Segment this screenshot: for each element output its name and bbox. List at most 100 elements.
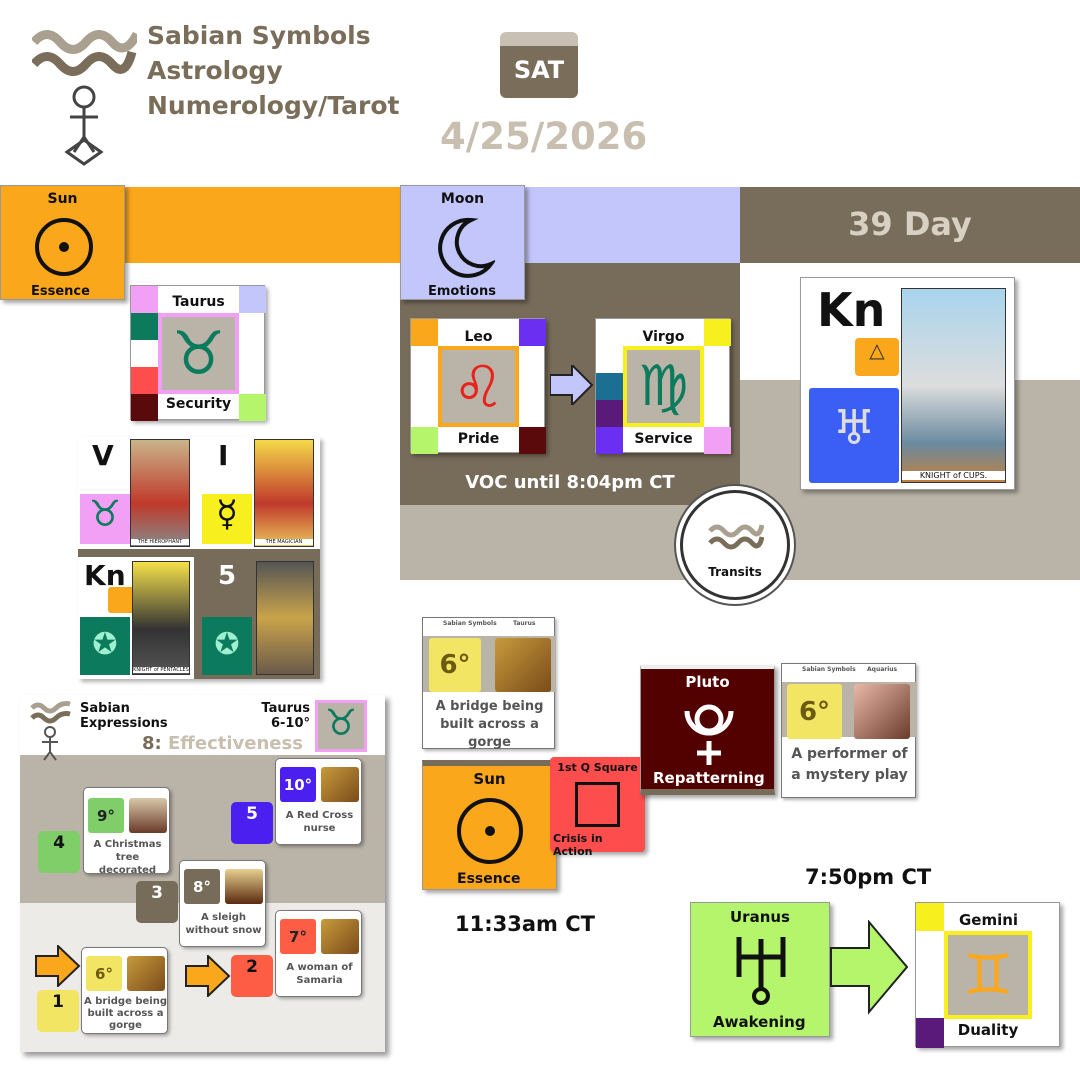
tarot-number: I xyxy=(218,439,229,472)
sabian-card[interactable]: 9° A Christmas tree decorated xyxy=(83,787,170,876)
symbol-image xyxy=(321,919,359,954)
mercury-glyph-icon: ☿ xyxy=(202,494,252,544)
gemini-card: Gemini ♊ Duality xyxy=(915,902,1060,1048)
uranus-glyph-icon xyxy=(736,937,786,1005)
virgo-keyword: Service xyxy=(634,431,693,447)
brand-line: Sabian Symbols xyxy=(147,21,371,50)
brand-line: Numerology/Tarot xyxy=(147,91,400,120)
symbol-text: A Red Cross nurse xyxy=(285,810,354,834)
taurus-glyph-icon: ♉ xyxy=(80,494,130,544)
pluto-sabian-card[interactable]: Sabian Symbols Aquarius 6° A performer o… xyxy=(781,663,917,798)
voc-text: VOC until 8:04pm CT xyxy=(465,472,675,493)
expressions-sign: Taurus xyxy=(261,701,310,716)
gemini-sign-name: Gemini xyxy=(958,911,1019,929)
virgo-glyph-icon: ♍ xyxy=(638,354,689,419)
leo-glyph-icon: ♌ xyxy=(452,352,505,421)
sun-time: 11:33am CT xyxy=(455,912,595,936)
number-badge: 3 xyxy=(136,881,178,923)
symbol-text: A woman of Samaria xyxy=(286,962,353,986)
tarot-number: Kn xyxy=(817,283,886,337)
symbol-text: A Christmas tree decorated xyxy=(93,839,162,876)
symbol-text: A performer of a mystery play xyxy=(791,746,908,783)
sun-sign-keyword: Security xyxy=(158,396,239,412)
sun-card: Sun Essence xyxy=(0,185,125,300)
expressions-number: 8: xyxy=(142,733,162,754)
degree-badge: 10° xyxy=(280,767,316,802)
sabian-logo-icon xyxy=(30,701,71,761)
degree-badge: 9° xyxy=(88,798,124,833)
sun-sabian-card[interactable]: Sabian Symbols Taurus 6° A bridge being … xyxy=(422,617,556,750)
pluto-glyph-icon xyxy=(684,704,734,765)
sabian-card[interactable]: 7° A woman of Samaria xyxy=(275,910,362,997)
gemini-keyword: Duality xyxy=(957,1021,1019,1039)
degree-badge: 6° xyxy=(429,638,481,692)
pluto-card: Pluto Repatterning xyxy=(640,665,775,795)
brand-title: Sabian Symbols Astrology Numerology/Taro… xyxy=(147,18,399,123)
arrow-right-icon xyxy=(185,955,231,997)
taurus-card: Taurus ♉ Security xyxy=(130,285,266,421)
taurus-glyph-icon: ♉ xyxy=(171,318,226,389)
symbol-image xyxy=(127,956,165,991)
card-brand: Sabian Symbols xyxy=(802,666,856,673)
sabian-card[interactable]: 10° A Red Cross nurse xyxy=(275,758,362,845)
symbol-image xyxy=(495,638,551,692)
virgo-sign-name: Virgo xyxy=(642,329,685,345)
moon-card: Moon Emotions xyxy=(400,185,525,300)
sabian-card[interactable]: 8° A sleigh without snow xyxy=(179,860,266,947)
card-sign: Taurus xyxy=(513,620,536,627)
card-sign: Aquarius xyxy=(867,666,898,673)
aspect-keyword: Crisis in Action xyxy=(553,832,603,858)
sun-title: Sun xyxy=(473,770,506,788)
virgo-card: Virgo ♍ Service xyxy=(595,318,731,454)
aspect-name: 1st Q Square xyxy=(557,761,638,774)
degree-badge: 6° xyxy=(787,684,842,739)
tarot-card-name: KNIGHT of CUPS. xyxy=(902,471,1005,480)
day-count: 39 Day xyxy=(848,205,972,243)
symbol-image xyxy=(225,869,263,904)
symbol-text: A sleigh without snow xyxy=(185,912,262,936)
square-aspect-icon xyxy=(575,782,620,827)
moon-keyword: Emotions xyxy=(428,284,496,299)
pluto-title: Pluto xyxy=(685,673,730,691)
gemini-glyph-icon: ♊ xyxy=(962,943,1014,1008)
sabian-card[interactable]: 6° A bridge being built across a gorge xyxy=(81,947,168,1034)
pentacle-icon: ✪ xyxy=(80,617,130,675)
tarot-card-knight-cups[interactable]: KNIGHT of CUPS. xyxy=(901,288,1006,483)
taurus-glyph-icon: ♉ xyxy=(315,700,367,752)
earth-element-icon xyxy=(108,587,136,613)
expressions-title: Sabian xyxy=(80,701,130,716)
tarot-card-magician[interactable]: THE MAGICIAN xyxy=(254,439,314,547)
leo-keyword: Pride xyxy=(457,431,500,447)
uranus-title: Uranus xyxy=(730,908,790,926)
number-badge: 4 xyxy=(38,831,80,873)
arrow-right-icon xyxy=(35,945,81,987)
logo xyxy=(30,22,141,182)
tarot-day-card: Kn △ ♅ KNIGHT of CUPS. xyxy=(800,277,1015,490)
date: 4/25/2026 xyxy=(440,115,648,158)
number-badge: 1 xyxy=(37,990,79,1032)
arrow-right-icon xyxy=(830,920,909,1015)
expressions-range: 6-10° xyxy=(270,716,310,731)
expressions-theme: Effectiveness xyxy=(168,733,303,754)
calendar-icon: SAT xyxy=(500,32,578,98)
symbol-text: A bridge being built across a gorge xyxy=(84,996,167,1031)
cup-icon: ♅ xyxy=(809,388,899,483)
aspect-card: 1st Q Square Crisis in Action xyxy=(550,757,645,858)
moon-title: Moon xyxy=(440,191,485,207)
transits-wheel[interactable]: Transits xyxy=(680,490,790,600)
card-brand: Sabian Symbols xyxy=(443,620,497,627)
transits-label: Transits xyxy=(708,565,762,579)
moon-glyph-icon xyxy=(438,217,495,278)
expressions-title: Expressions xyxy=(80,716,168,731)
sun-title: Sun xyxy=(47,191,78,207)
weekday: SAT xyxy=(513,56,565,84)
tarot-number: Kn xyxy=(84,559,126,592)
tarot-card-five-pentacles[interactable] xyxy=(256,561,314,675)
sun-keyword: Essence xyxy=(457,871,521,887)
tarot-card-hierophant[interactable]: THE HIEROPHANT xyxy=(130,439,190,547)
tarot-number: V xyxy=(92,439,114,472)
sun-glyph-icon xyxy=(35,218,93,276)
tarot-card-knight-pentacles[interactable]: KNIGHT of PENTACLES xyxy=(132,561,190,675)
number-badge: 2 xyxy=(231,955,273,997)
symbol-image xyxy=(321,767,359,802)
